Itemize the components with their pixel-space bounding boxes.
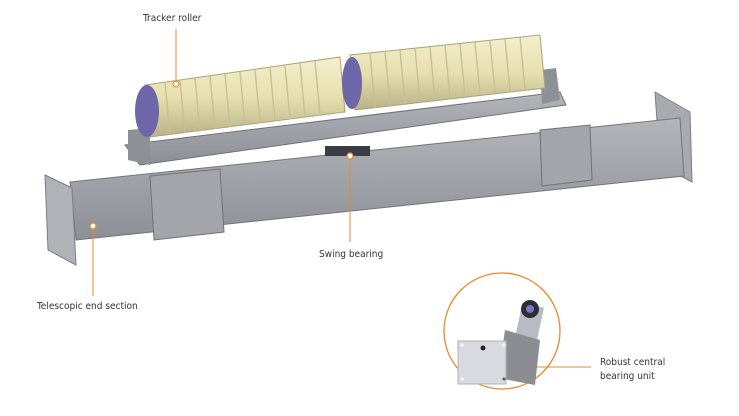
label-bearing-unit-line1: Robust central: [600, 357, 666, 368]
label-bearing-unit-line2: bearing unit: [600, 371, 655, 382]
leader-lines: [92, 29, 591, 390]
bearing-unit-detail: [457, 300, 544, 385]
label-tracker-roller: Tracker roller: [143, 13, 202, 24]
left-end-plate: [44, 174, 77, 266]
tracker-rollers: [135, 34, 546, 138]
telescopic-sleeve-right: [539, 124, 593, 187]
label-telescopic-end-section: Telescopic end section: [37, 301, 138, 312]
telescopic-sleeve-left: [149, 168, 225, 241]
swing-bearing-part: [325, 146, 370, 156]
label-swing-bearing: Swing bearing: [319, 249, 384, 260]
